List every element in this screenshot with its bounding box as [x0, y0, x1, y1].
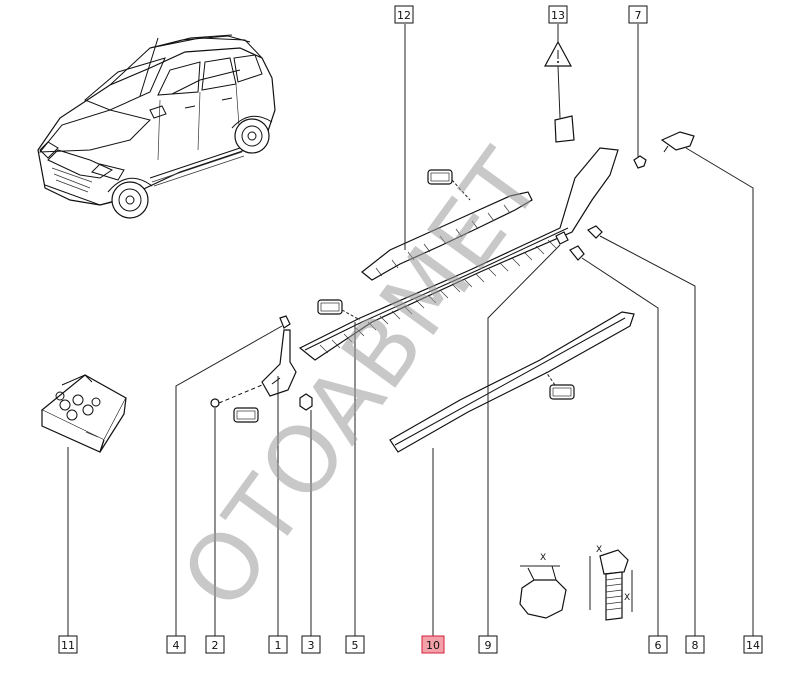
callout-1: 1	[268, 635, 288, 654]
svg-text:7: 7	[635, 9, 642, 22]
moulding-strip	[389, 311, 635, 453]
svg-text:6: 6	[655, 639, 662, 652]
callout-3: 3	[301, 635, 321, 654]
note-boxes	[233, 169, 575, 423]
callout-4: 4	[166, 635, 186, 654]
dimension-x-label: X	[624, 593, 630, 603]
svg-text:1: 1	[275, 639, 282, 652]
nut-detail	[519, 565, 567, 619]
dimension-x-label: X	[596, 545, 602, 555]
callout-2: 2	[205, 635, 225, 654]
callout-10: 10	[421, 635, 445, 654]
svg-text:3: 3	[308, 639, 315, 652]
svg-text:9: 9	[485, 639, 492, 652]
warning-triangle-icon	[543, 40, 573, 67]
callout-14: 14	[743, 635, 763, 654]
leader-lines	[67, 24, 754, 636]
svg-text:12: 12	[397, 9, 411, 22]
callout-13: 13	[548, 5, 568, 24]
callout-7: 7	[628, 5, 648, 24]
sill-trim	[298, 147, 619, 361]
callout-5: 5	[345, 635, 365, 654]
clip-box	[40, 374, 127, 453]
rear-fasteners	[554, 115, 647, 261]
sill-bracket	[361, 191, 533, 281]
svg-text:2: 2	[212, 639, 219, 652]
callout-11: 11	[58, 635, 78, 654]
callout-6: 6	[648, 635, 668, 654]
dimension-x-label: X	[540, 553, 546, 563]
car-illustration	[37, 34, 276, 219]
callout-9: 9	[478, 635, 498, 654]
svg-text:13: 13	[551, 9, 565, 22]
end-cap-clip	[660, 131, 695, 153]
callout-8: 8	[685, 635, 705, 654]
svg-text:11: 11	[61, 639, 75, 652]
svg-text:4: 4	[173, 639, 180, 652]
svg-text:10: 10	[426, 639, 440, 652]
mounting-bracket	[210, 315, 313, 411]
svg-text:8: 8	[692, 639, 699, 652]
svg-text:14: 14	[746, 639, 760, 652]
bolt-detail	[589, 549, 633, 621]
svg-text:5: 5	[352, 639, 359, 652]
callout-12: 12	[394, 5, 414, 24]
